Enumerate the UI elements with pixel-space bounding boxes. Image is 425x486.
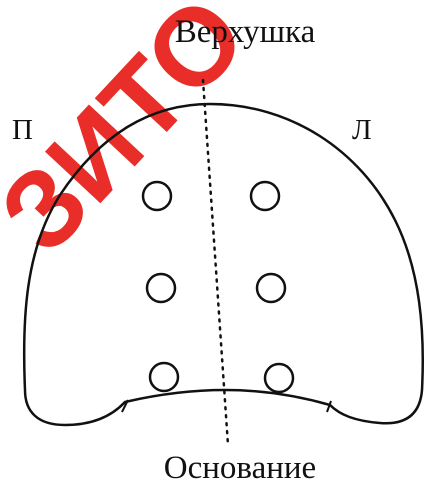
hole-left-bottom <box>150 363 178 391</box>
base-label: Основание <box>0 452 425 485</box>
hole-left-middle <box>147 274 175 302</box>
hole-left-top <box>143 182 171 210</box>
right-side-label: Л <box>352 116 372 145</box>
hole-right-top <box>251 182 279 210</box>
hole-right-middle <box>257 274 285 302</box>
left-side-label: П <box>12 116 33 145</box>
hole-right-bottom <box>265 364 293 392</box>
apex-label: Верхушка <box>0 16 425 49</box>
